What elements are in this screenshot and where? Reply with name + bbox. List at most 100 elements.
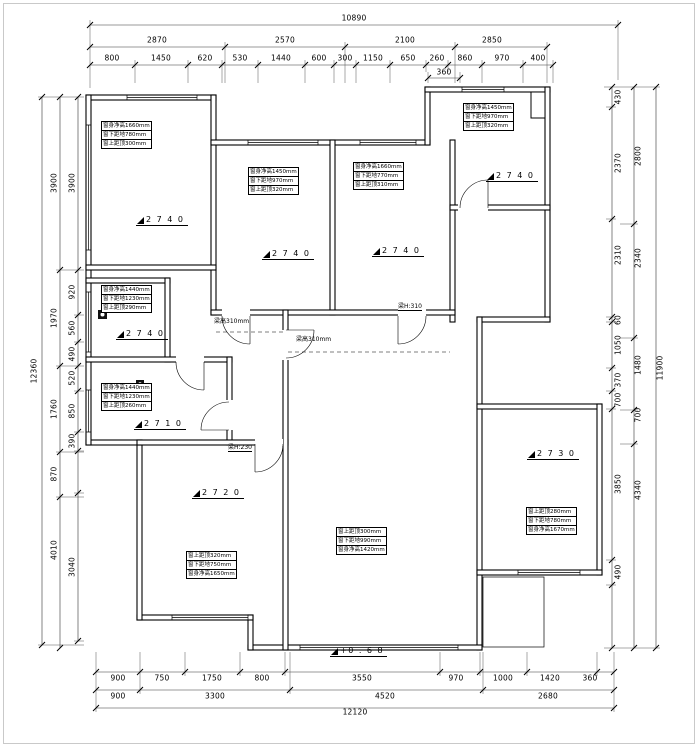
dim-top: 530 [232, 53, 248, 63]
dim-bottom: 1000 [493, 673, 513, 683]
beam-note: 梁高310mm [214, 318, 250, 325]
dim-left: 850 [67, 403, 77, 419]
door-swing-arcs [175, 179, 489, 473]
window-note-line: 窗身净高1440mm [102, 287, 151, 295]
window-note-line: 窗下距地970mm [464, 113, 513, 122]
dim-bottom: 750 [154, 673, 170, 683]
room-ceiling-height-label: 2 7 4 0 [486, 171, 538, 182]
window-note-line: 窗身净高1660mm [354, 164, 403, 172]
dim-left: 1970 [49, 308, 59, 328]
window-note-line: 窗身净高1450mm [464, 105, 513, 113]
window-note-line: 窗下距地970mm [249, 177, 298, 186]
dim-right: 4340 [633, 480, 643, 500]
window-note: 窗上距顶320mm 窗下距地750mm 窗身净高1650mm [186, 551, 237, 579]
room-ceiling-height-label: 2 7 4 0 [372, 246, 424, 257]
window-note-line: 窗身净高1440mm [102, 385, 151, 393]
dim-top: 2100 [395, 35, 415, 45]
dim-bottom: 3550 [352, 673, 372, 683]
dim-bottom: 900 [110, 691, 126, 701]
room-ceiling-height-label: 2 7 2 0 [192, 488, 244, 499]
dim-top: 300 [337, 53, 353, 63]
window-note-line: 窗上距顶260mm [103, 403, 147, 409]
dim-top: 860 [457, 53, 473, 63]
dim-top-sub: 360 [436, 67, 452, 77]
window-note-line: 窗下距地990mm [337, 537, 386, 546]
window-note: 窗上距顶280mm 窗下距地780mm 窗身净高1670mm [526, 507, 577, 535]
dim-top-total: 10890 [341, 13, 367, 23]
dim-right: 3850 [613, 474, 623, 494]
dim-top: 2850 [482, 35, 502, 45]
window-note-line: 窗身净高1420mm [338, 547, 385, 553]
dim-bottom: 970 [448, 673, 464, 683]
dim-bottom: 360 [582, 673, 598, 683]
dim-top: 600 [311, 53, 327, 63]
window-note-line: 窗下距地780mm [527, 517, 576, 526]
dimension-lines [41, 24, 657, 709]
dim-left: 920 [67, 284, 77, 300]
dim-right: 490 [613, 564, 623, 580]
balcony-outline [482, 576, 545, 648]
dim-left: 870 [49, 466, 59, 482]
walls [85, 86, 603, 651]
dim-right: 2370 [613, 153, 623, 173]
dim-left-total: 12360 [29, 358, 39, 384]
dim-left: 390 [67, 433, 77, 449]
beam-note: 梁H:230 [228, 444, 252, 452]
dim-right: 1050 [613, 335, 623, 355]
window-note: 窗身净高1440mm 窗下距地1230mm 窗上距顶290mm [101, 285, 152, 313]
window-note-line: 窗下距地1230mm [102, 394, 151, 402]
beam-dashed-lines [216, 331, 450, 353]
dim-top: 400 [530, 53, 546, 63]
room-ceiling-height-label: 2 7 3 0 [527, 449, 579, 460]
dim-bottom: 3300 [205, 691, 225, 701]
dim-bottom: 1750 [202, 673, 222, 683]
beam-note: 梁高310mm [296, 336, 332, 343]
dim-right: 370 [613, 372, 623, 388]
dim-bottom-total: 12120 [342, 707, 368, 717]
dim-right: 2310 [613, 245, 623, 265]
window-note-line: 窗上距顶320mm [187, 552, 236, 561]
dim-right: 430 [613, 89, 623, 105]
window-note: 窗身净高1660mm 窗下距地780mm 窗上距顶300mm [101, 121, 152, 149]
dim-left: 560 [67, 320, 77, 336]
window-note-line: 窗上距顶300mm [337, 528, 386, 537]
dim-bottom: 4520 [375, 691, 395, 701]
window-note-line: 窗下距地780mm [102, 131, 151, 140]
dim-right: 700 [633, 407, 643, 423]
corner-column [530, 91, 546, 119]
window-note-line: 窗上距顶320mm [465, 123, 509, 129]
window-note-line: 窗下距地750mm [187, 561, 236, 570]
room-ceiling-height-label: 2 7 1 0 [134, 419, 186, 430]
dim-top: 650 [400, 53, 416, 63]
dim-top: 1440 [271, 53, 291, 63]
dimension-tick-marks [38, 21, 660, 712]
room-ceiling-height-label: 2 7 4 0 [136, 215, 188, 226]
dim-right: 2340 [633, 248, 643, 268]
window-note: 窗身净高1450mm 窗下距地970mm 窗上距顶320mm [463, 103, 514, 131]
window-note-line: 窗上距顶290mm [103, 305, 147, 311]
dim-bottom: 800 [254, 673, 270, 683]
room-ceiling-height-label: 2 7 4 0 [116, 329, 168, 340]
dim-top: 2570 [275, 35, 295, 45]
room-ceiling-height-label: 2 7 4 0 [262, 249, 314, 260]
door-openings [176, 204, 488, 446]
dim-right: 2800 [633, 146, 643, 166]
gas-meter-icon [98, 310, 107, 319]
window-note: 窗上距顶300mm 窗下距地990mm 窗身净高1420mm [336, 527, 387, 555]
dim-left: 1760 [49, 399, 59, 419]
window-note-line: 窗身净高1670mm [528, 527, 575, 533]
dim-top: 970 [494, 53, 510, 63]
dim-left: 490 [67, 346, 77, 362]
window-note: 窗身净高1440mm 窗下距地1230mm 窗上距顶260mm [101, 383, 152, 411]
dim-left: 4010 [49, 540, 59, 560]
dim-top: 800 [104, 53, 120, 63]
window-note-line: 窗上距顶320mm [250, 187, 294, 193]
dim-left: 3900 [67, 173, 77, 193]
dim-top: 260 [429, 53, 445, 63]
dim-top: 1150 [363, 53, 383, 63]
dim-right: 1480 [633, 355, 643, 375]
dim-bottom: 900 [110, 673, 126, 683]
dim-left: 3040 [67, 557, 77, 577]
